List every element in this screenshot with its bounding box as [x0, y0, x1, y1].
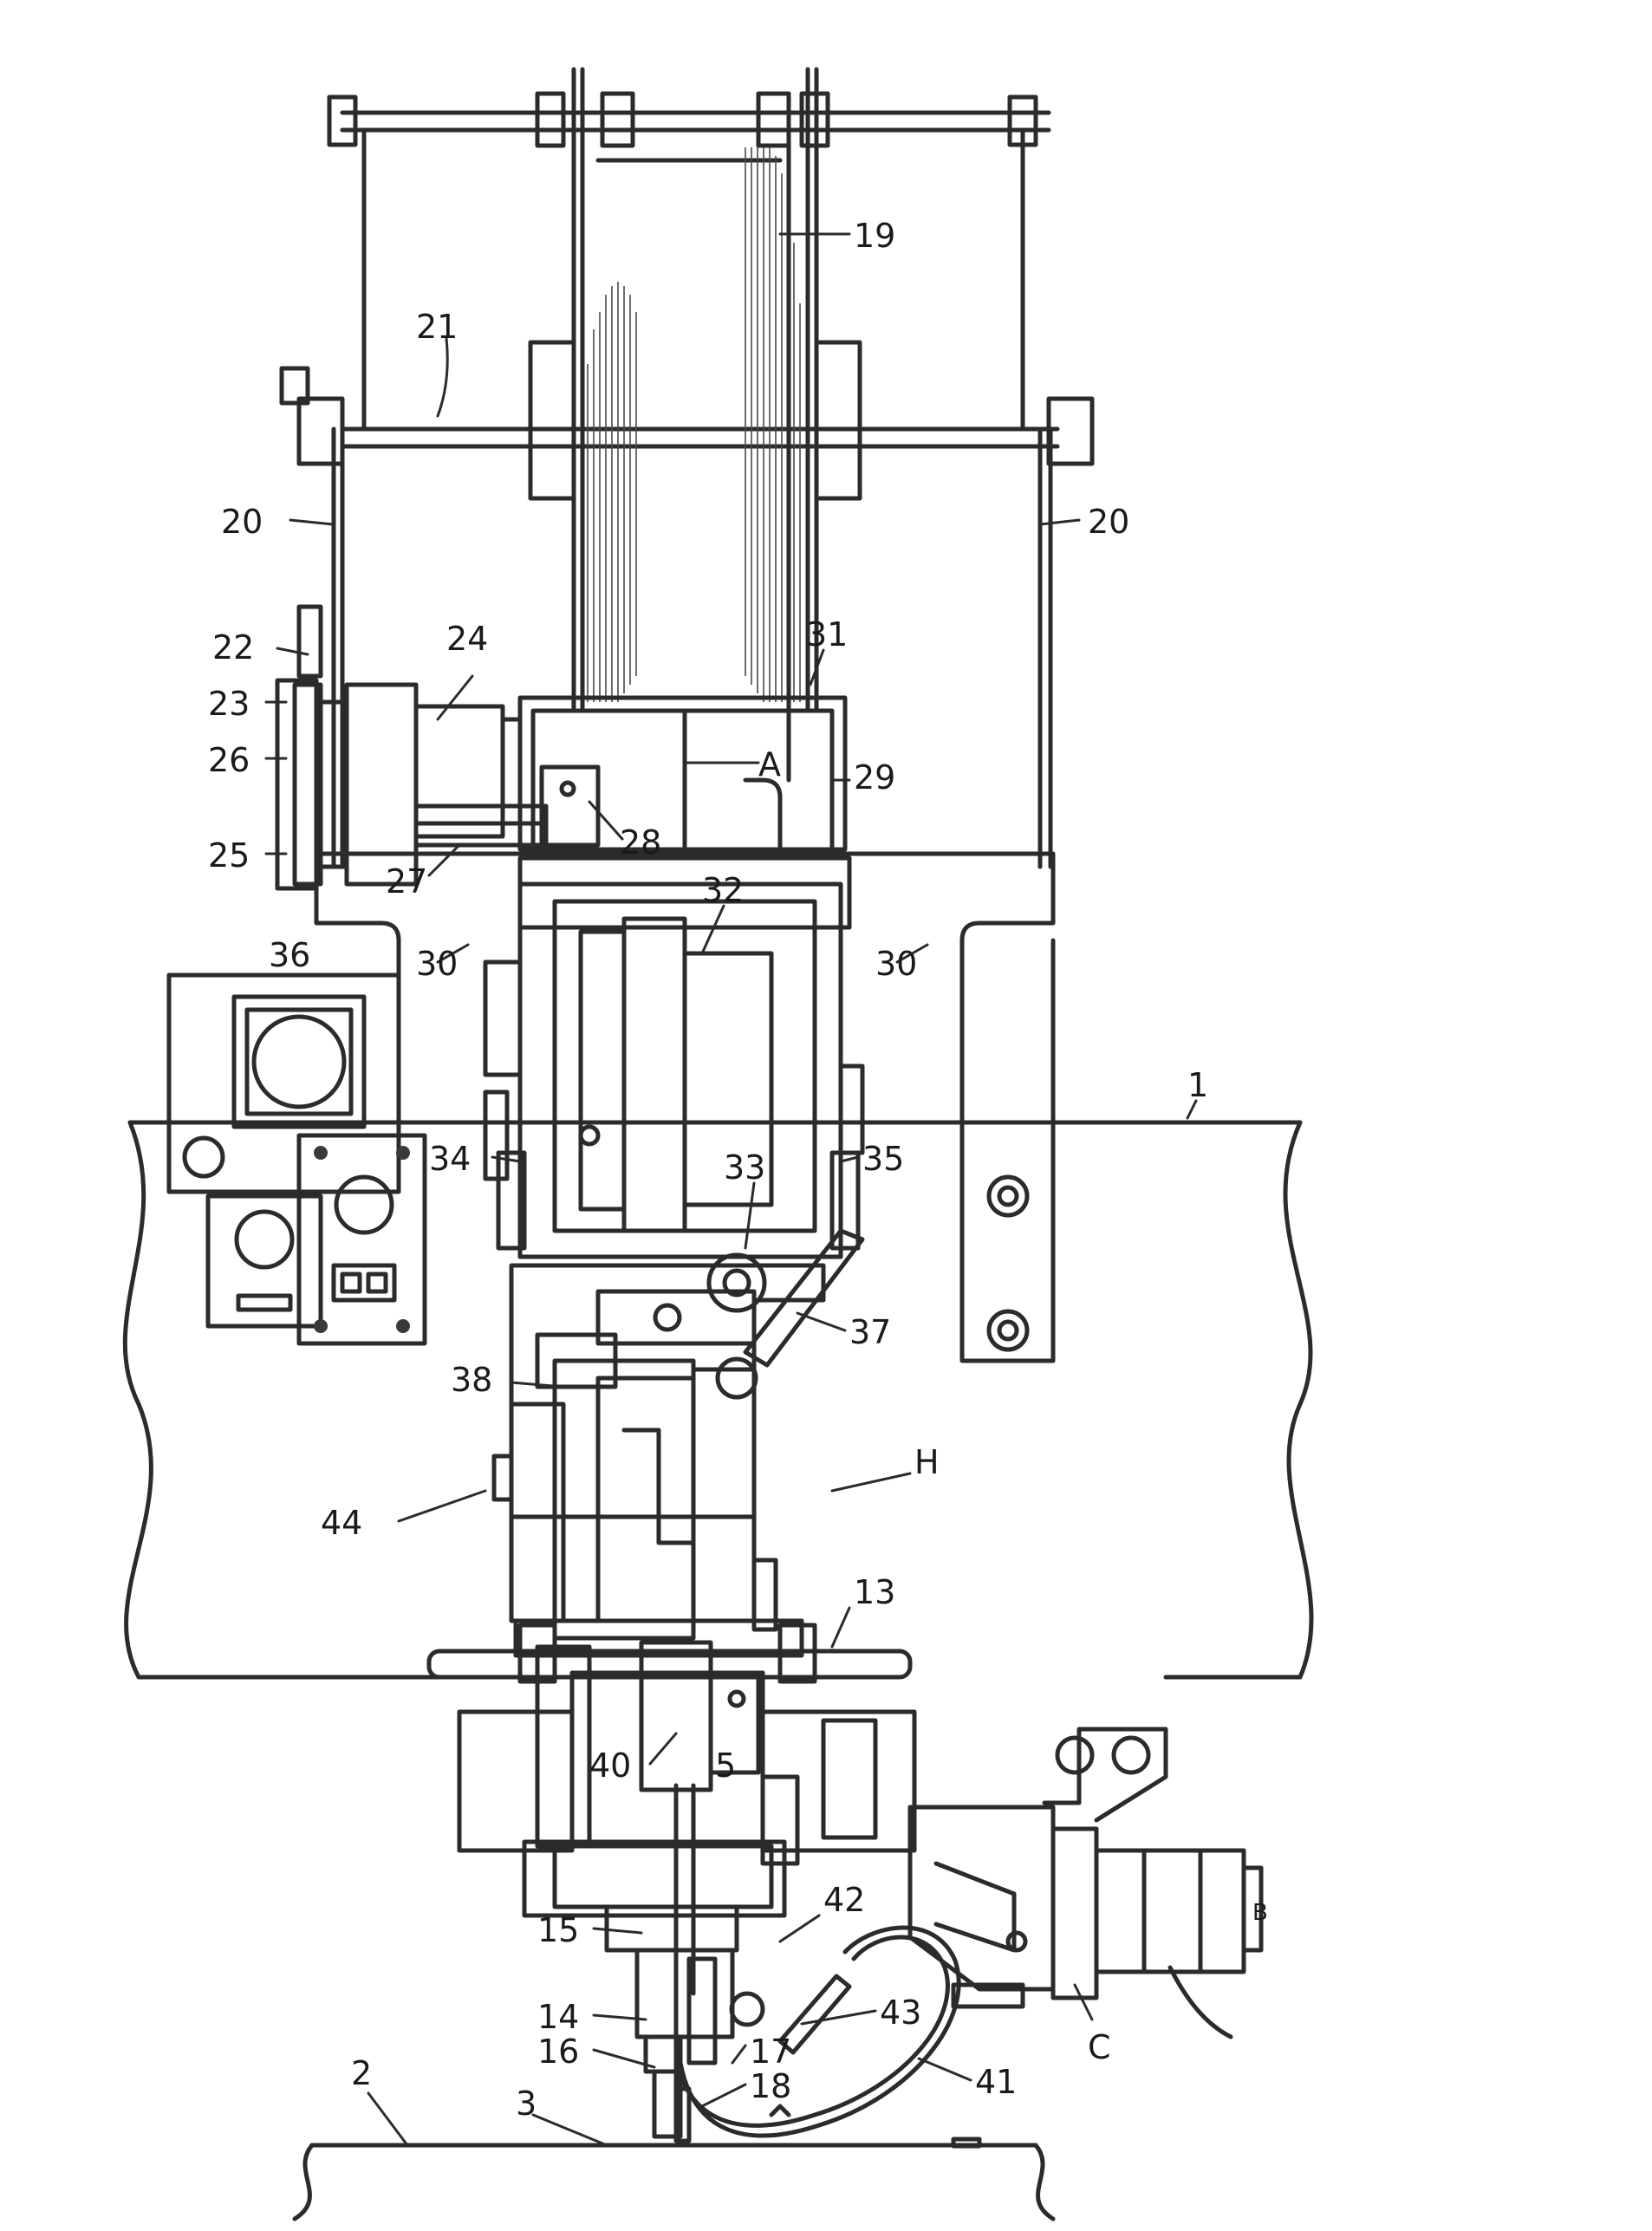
- label-30-left: 30: [416, 945, 458, 983]
- nozzle-section: [524, 1842, 849, 2141]
- leader-lines: [266, 234, 1196, 2145]
- motor-box: [485, 884, 862, 1257]
- label-2: 2: [351, 2054, 372, 2092]
- label-1: 1: [1187, 1066, 1208, 1104]
- label-31: 31: [806, 615, 848, 654]
- label-18: 18: [750, 2067, 791, 2105]
- label-19: 19: [854, 217, 895, 255]
- label-27: 27: [386, 862, 427, 901]
- label-23: 23: [208, 685, 250, 723]
- label-40: 40: [589, 1746, 631, 1785]
- label-29: 29: [854, 758, 895, 797]
- label-32: 32: [702, 871, 744, 909]
- label-43: 43: [880, 1994, 921, 2032]
- top-frame: [282, 69, 1092, 711]
- label-22: 22: [212, 628, 254, 667]
- wire-spool-19: [588, 147, 800, 702]
- label-5: 5: [715, 1746, 736, 1785]
- label-13: 13: [854, 1573, 895, 1611]
- label-20-right: 20: [1088, 503, 1129, 541]
- right-bracket-bolts: [989, 1177, 1027, 1350]
- unit-C: [910, 1729, 1261, 2037]
- label-37: 37: [849, 1313, 891, 1351]
- label-41: 41: [975, 2063, 1017, 2101]
- label-44: 44: [321, 1504, 362, 1542]
- label-30-right: 30: [875, 945, 917, 983]
- motor-assembly: [277, 607, 546, 888]
- label-3: 3: [516, 2085, 537, 2123]
- label-A: A: [758, 745, 781, 784]
- label-15: 15: [537, 1911, 579, 1949]
- label-24: 24: [446, 620, 488, 658]
- label-42: 42: [823, 1881, 865, 1919]
- label-26: 26: [208, 741, 250, 779]
- lower-carriage: [429, 1621, 914, 2115]
- label-36: 36: [269, 936, 310, 974]
- label-B: B: [1252, 1900, 1268, 1926]
- label-H: H: [914, 1443, 940, 1481]
- label-16: 16: [537, 2033, 579, 2071]
- workpiece-2: [295, 2139, 1053, 2219]
- label-21: 21: [416, 308, 458, 346]
- label-C: C: [1088, 2028, 1111, 2066]
- label-35: 35: [862, 1140, 904, 1178]
- control-panels-36: [169, 975, 425, 1343]
- label-17: 17: [750, 2033, 791, 2071]
- label-20-left: 20: [221, 503, 263, 541]
- label-28: 28: [620, 823, 661, 862]
- side-plates-20: [334, 429, 1050, 867]
- label-25: 25: [208, 836, 250, 875]
- head-unit-H: [494, 1231, 862, 1638]
- label-34: 34: [429, 1140, 471, 1178]
- label-14: 14: [537, 1998, 579, 2036]
- reference-labels: 19 21 20 20 22 24 31 23 26 A 29 28 25 27…: [208, 217, 1268, 2123]
- label-38: 38: [451, 1361, 492, 1399]
- label-33: 33: [724, 1148, 765, 1187]
